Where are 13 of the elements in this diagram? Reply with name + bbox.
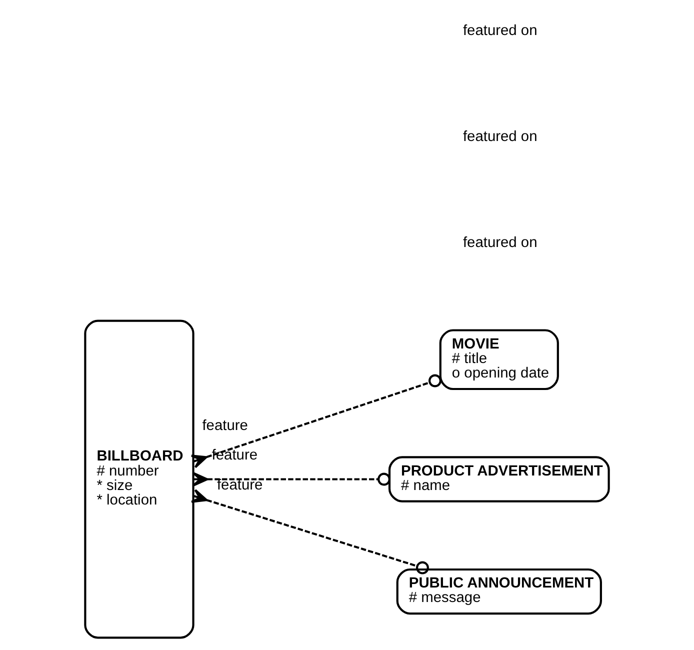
edge-label: feature	[216, 478, 263, 494]
edge-label: feature	[212, 448, 258, 464]
node-box: BILLBOARD # number * size * location	[84, 320, 194, 639]
connector	[192, 472, 391, 486]
label: featured on	[462, 23, 538, 40]
node-box: PRODUCT ADVERTISEMENT # name	[388, 456, 610, 502]
node-box: MOVIE # title o opening date	[439, 329, 559, 390]
label: featured on	[462, 129, 538, 146]
connector	[190, 489, 429, 574]
connector	[190, 374, 442, 468]
edge-label: feature	[202, 418, 248, 434]
label: featured on	[462, 235, 538, 252]
node-box: PUBLIC ANNOUNCEMENT # message	[396, 568, 602, 615]
